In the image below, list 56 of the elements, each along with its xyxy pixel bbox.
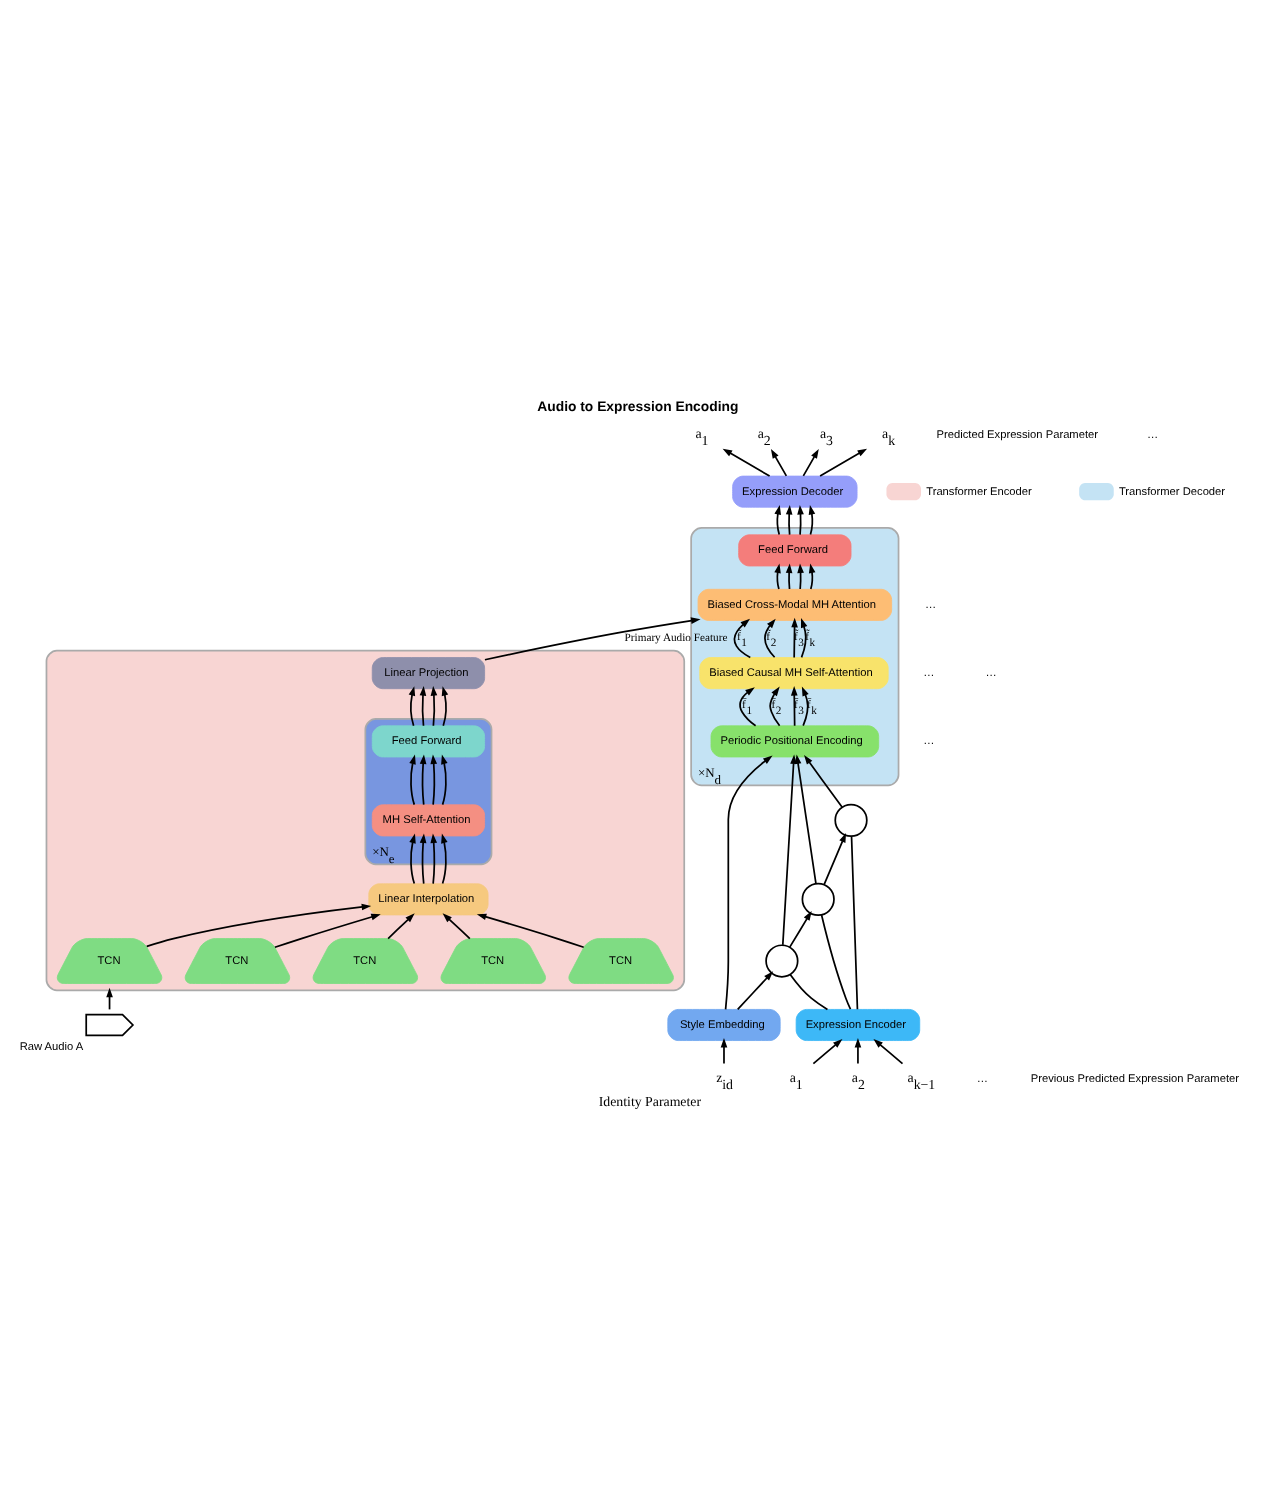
node-waveform <box>85 1013 135 1037</box>
arrow <box>801 686 809 727</box>
arrow <box>441 686 449 727</box>
arrow <box>797 505 804 536</box>
arrow <box>387 913 415 940</box>
node-circle <box>834 803 868 838</box>
connector <box>789 973 829 1011</box>
arrow <box>733 618 752 659</box>
arrow <box>430 754 438 806</box>
arrow <box>409 833 416 885</box>
arrow <box>800 618 808 659</box>
arrow <box>774 505 781 536</box>
arrow <box>770 448 788 477</box>
arrow <box>724 755 773 1011</box>
arrow <box>769 686 781 727</box>
arrow <box>476 913 585 949</box>
arrow <box>788 910 812 949</box>
arrow <box>794 754 817 885</box>
arrow <box>442 913 471 940</box>
arrow <box>808 505 816 536</box>
arrow <box>408 686 416 727</box>
arrow <box>720 1038 728 1065</box>
arrow <box>736 971 774 1011</box>
arrow <box>145 903 372 948</box>
arrow <box>791 617 798 659</box>
arrow <box>419 754 427 806</box>
arrow <box>739 687 757 727</box>
arrow <box>785 505 793 536</box>
arrow <box>441 754 448 806</box>
arrow <box>419 686 427 727</box>
arrow <box>430 833 438 885</box>
arrow <box>804 754 843 808</box>
arrow <box>419 833 427 885</box>
arrow <box>812 1039 843 1065</box>
arrow <box>808 563 816 590</box>
connector <box>820 914 852 1011</box>
arrow <box>722 448 771 477</box>
cluster <box>364 718 493 866</box>
arrow <box>274 913 381 949</box>
node-circle <box>801 882 835 916</box>
arrow <box>854 1038 862 1065</box>
arrow <box>484 617 701 661</box>
arrow <box>819 448 868 477</box>
arrow <box>430 686 438 727</box>
arrow <box>802 448 819 477</box>
arrow <box>790 686 798 727</box>
cluster <box>45 649 686 992</box>
arrow <box>409 754 416 806</box>
arrow <box>823 832 847 886</box>
arrow <box>781 754 797 946</box>
node-circle <box>765 944 799 978</box>
arrow <box>873 1039 904 1065</box>
arrow <box>785 563 793 590</box>
arrow <box>764 618 776 659</box>
arrow <box>441 833 448 885</box>
connector <box>850 835 859 1011</box>
